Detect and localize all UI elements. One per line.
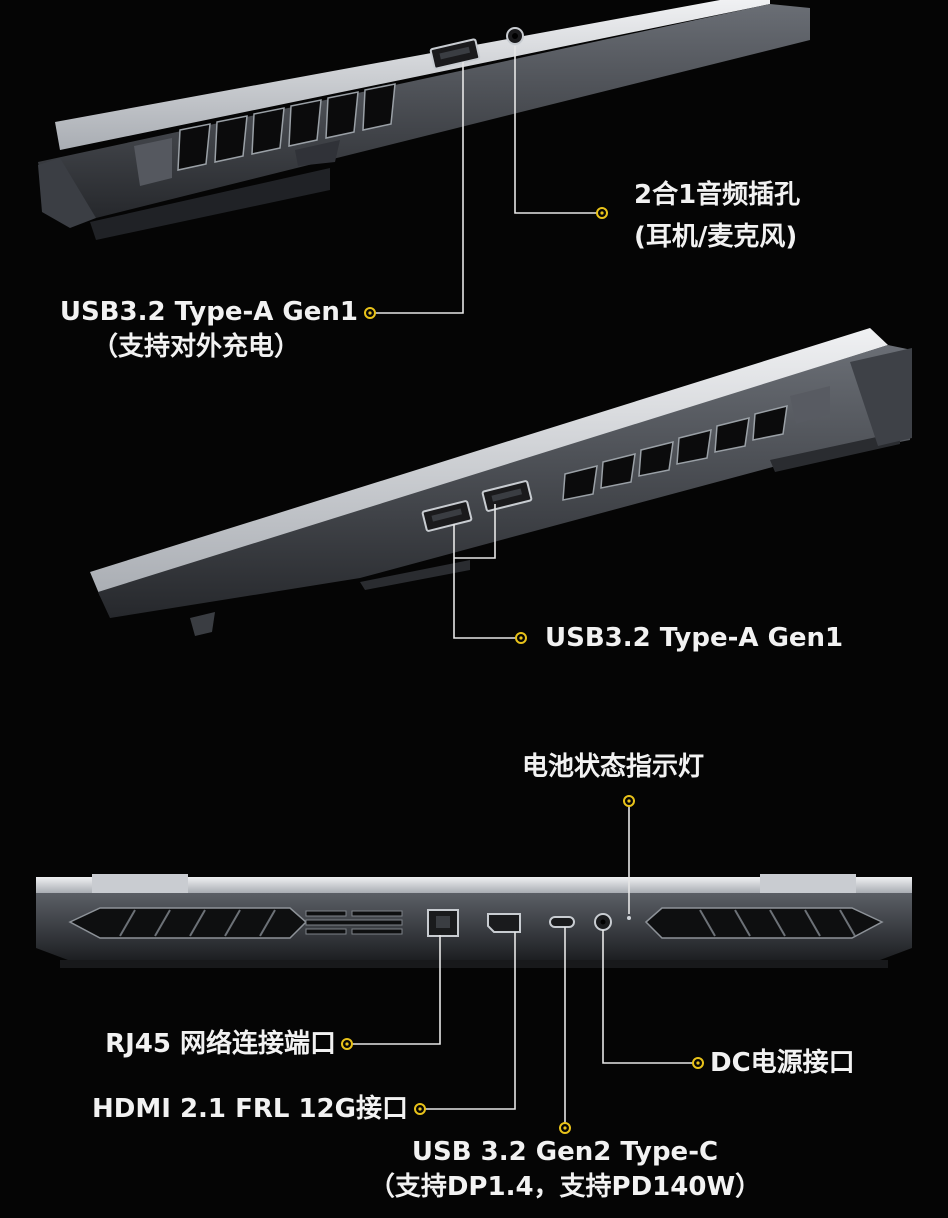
dc-label: DC电源接口 — [710, 1048, 855, 1078]
rear-leader-lines — [352, 806, 693, 1123]
left-leader-lines — [375, 46, 597, 314]
hdmi-label: HDMI 2.1 FRL 12G接口 — [92, 1094, 408, 1124]
right-leader-lines — [453, 504, 516, 639]
left-usb-a-label: USB3.2 Type-A Gen1 — [59, 297, 358, 327]
laptop-rear — [36, 874, 912, 968]
rj45-label: RJ45 网络连接端口 — [105, 1029, 336, 1059]
right-usb-a-label: USB3.2 Type-A Gen1 — [545, 623, 844, 653]
laptop-left-side — [38, 0, 810, 240]
laptop-right-side — [90, 328, 912, 636]
right-markers — [515, 632, 527, 644]
usb-c-sublabel: （支持DP1.4，支持PD140W） — [368, 1172, 762, 1202]
usb-c-label: USB 3.2 Gen2 Type-C — [411, 1137, 719, 1167]
rear-markers — [341, 795, 704, 1134]
left-markers — [364, 207, 608, 319]
left-usb-a-sublabel: （支持对外充电） — [92, 332, 301, 362]
audio-jack-sublabel: (耳机/麦克风) — [634, 222, 798, 252]
battery-led-label: 电池状态指示灯 — [522, 752, 705, 782]
audio-jack-label: 2合1音频插孔 — [634, 180, 801, 210]
